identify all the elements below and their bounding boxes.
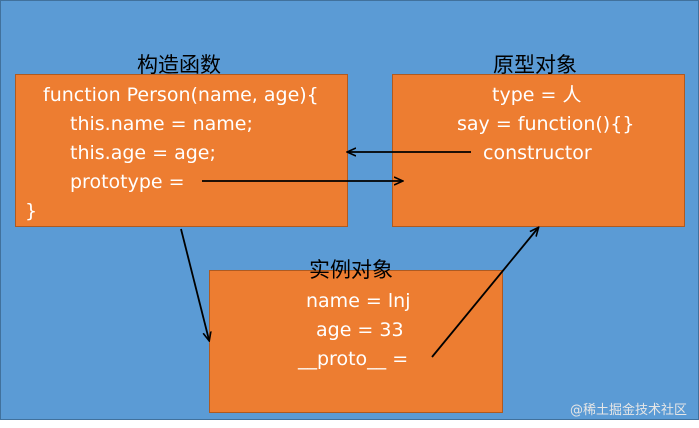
instance-line-age: age = 33	[316, 319, 404, 341]
prototype-object-title: 原型对象	[493, 53, 577, 77]
prototype-line-type: type = 人	[492, 84, 582, 106]
constructor-line-prototype: prototype =	[70, 171, 185, 193]
watermark-text: @稀土掘金技术社区	[569, 403, 687, 418]
constructor-line-function: function Person(name, age){	[43, 84, 319, 106]
constructor-line-this-age: this.age = age;	[70, 142, 216, 164]
arrows-layer	[180, 1, 699, 358]
constructor-box	[15, 74, 348, 227]
prototype-line-constructor: constructor	[483, 142, 592, 164]
arrow-proto-to-prototype-object	[431, 228, 538, 358]
constructor-line-close-brace: }	[25, 200, 38, 222]
prototype-line-say: say = function(){}	[457, 113, 635, 135]
arrow-new-constructor-to-instance	[180, 228, 209, 340]
instance-line-name: name = lnj	[306, 290, 411, 312]
prototype-object-box	[392, 74, 685, 227]
instance-object-title: 实例对象	[309, 258, 393, 282]
constructor-title: 构造函数	[137, 53, 221, 77]
constructor-line-this-name: this.name = name;	[70, 113, 253, 135]
instance-line-proto: __proto__ =	[298, 348, 409, 370]
